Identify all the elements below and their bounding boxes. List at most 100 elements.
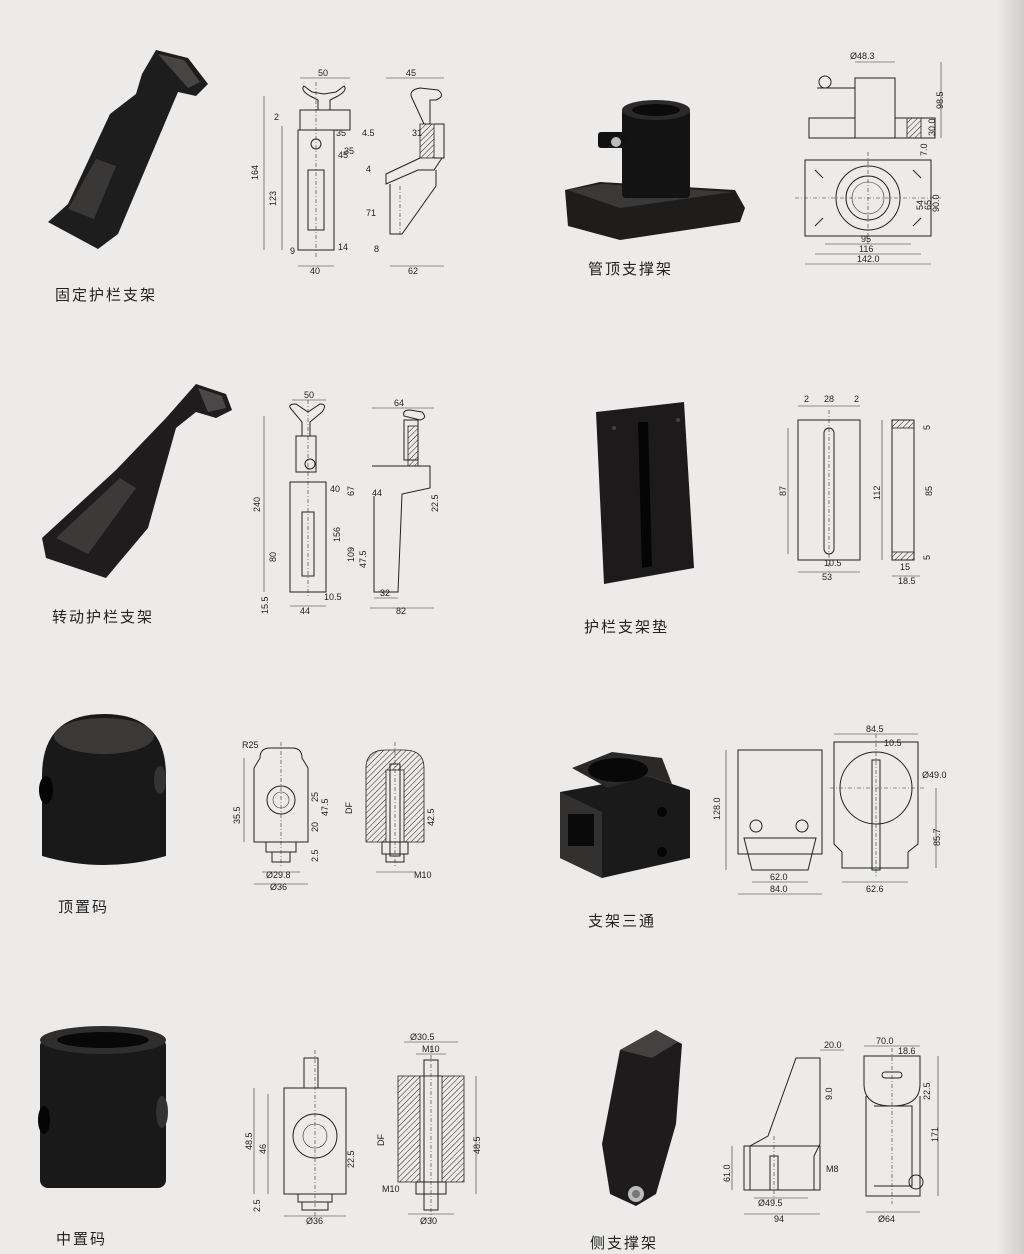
guardrail-bracket-pad-photo [596,402,694,584]
svg-text:10.5: 10.5 [824,558,842,568]
svg-text:20.0: 20.0 [824,1040,842,1050]
svg-text:94: 94 [774,1214,784,1224]
svg-text:4: 4 [366,164,371,174]
svg-text:22.5: 22.5 [922,1082,932,1100]
svg-text:50: 50 [318,68,328,78]
svg-text:48.5: 48.5 [244,1132,254,1150]
svg-text:47.5: 47.5 [358,550,368,568]
svg-text:Ø36: Ø36 [270,882,287,892]
svg-text:Ø36: Ø36 [306,1216,323,1226]
svg-text:54: 54 [915,200,925,210]
svg-text:2: 2 [804,394,809,404]
bracket-tee-photo [560,752,690,878]
rotating-guardrail-bracket-photo [42,384,232,578]
fixed-guardrail-bracket-drawing: 50 164 123 2 45 40 9 14 45 4.5 31 35 4 7… [250,68,445,276]
svg-text:M8: M8 [826,1164,839,1174]
svg-text:240: 240 [252,497,262,512]
svg-text:40: 40 [310,266,320,276]
svg-text:Ø49.5: Ø49.5 [758,1198,783,1208]
product-name: 固定护栏支架 [55,286,158,304]
svg-text:61.0: 61.0 [722,1164,732,1182]
svg-text:20: 20 [310,822,320,832]
svg-text:109: 109 [346,547,356,562]
svg-text:70.0: 70.0 [876,1036,894,1046]
svg-text:M10: M10 [382,1184,400,1194]
svg-text:M10: M10 [422,1044,440,1054]
svg-text:116: 116 [859,244,873,254]
svg-text:5: 5 [922,425,932,430]
bracket-tee-drawing: 128.0 62.0 84.0 84.5 10.5 Ø49.0 85.7 62.… [712,724,947,895]
svg-text:62.6: 62.6 [866,884,884,894]
svg-text:22.5: 22.5 [430,494,440,512]
side-support-photo [602,1030,682,1206]
top-clamp-drawing: R25 35.5 25 47.5 20 2.5 Ø29.8 Ø36 DF 42.… [232,740,436,892]
svg-text:46: 46 [258,1144,268,1154]
svg-text:85.7: 85.7 [932,828,942,846]
svg-text:18.5: 18.5 [898,576,916,586]
page-edge-shadow [996,0,1024,1254]
svg-text:42.5: 42.5 [426,808,436,826]
fixed-guardrail-bracket-photo [48,50,208,249]
svg-text:DF: DF [344,802,354,814]
svg-text:31: 31 [412,128,422,138]
product-name: 管顶支撑架 [588,260,674,278]
svg-text:R25: R25 [242,740,259,750]
svg-text:50: 50 [304,390,314,400]
svg-text:128.0: 128.0 [712,797,722,820]
svg-text:15: 15 [900,562,910,572]
svg-text:14: 14 [338,242,348,252]
svg-text:44: 44 [300,606,310,616]
svg-text:22.5: 22.5 [346,1150,356,1168]
svg-text:156: 156 [332,527,342,542]
svg-text:45: 45 [338,150,348,160]
product-name: 支架三通 [588,912,657,930]
svg-text:53: 53 [822,572,832,582]
svg-text:87: 87 [778,486,788,496]
svg-text:4.5: 4.5 [362,128,375,138]
svg-text:171: 171 [930,1127,940,1142]
svg-text:62.0: 62.0 [770,872,788,882]
svg-text:98.5: 98.5 [935,91,945,109]
svg-text:10.5: 10.5 [324,592,342,602]
product-name: 顶置码 [58,898,110,916]
product-name: 侧支撑架 [590,1234,659,1252]
svg-text:112: 112 [872,486,882,500]
svg-text:2.5: 2.5 [310,849,320,862]
svg-text:32: 32 [380,588,390,598]
pipe-top-support-drawing: Ø48.3 98.5 30.0 7.0 54 65 90.0 95 116 14… [795,51,945,265]
svg-text:DF: DF [376,1134,386,1146]
svg-text:M10: M10 [414,870,432,880]
svg-text:142.0: 142.0 [857,254,880,264]
svg-text:30.0: 30.0 [927,118,937,136]
svg-text:15.5: 15.5 [260,596,270,614]
guardrail-bracket-pad-drawing: 2 28 2 87 10.5 53 112 5 85 5 15 18.5 [778,394,934,586]
rotating-guardrail-bracket-drawing: 50 240 80 40 15.5 44 10.5 64 67 44 22.5 … [252,390,440,616]
svg-text:25: 25 [310,792,320,802]
svg-text:Ø48.3: Ø48.3 [850,51,875,61]
svg-text:123: 123 [268,191,278,206]
svg-text:90.0: 90.0 [931,194,941,212]
svg-text:67: 67 [346,486,356,496]
svg-text:64: 64 [394,398,404,408]
svg-text:35.5: 35.5 [232,806,242,824]
svg-text:2: 2 [854,394,859,404]
svg-text:2.5: 2.5 [252,1199,262,1212]
svg-text:5: 5 [922,555,932,560]
svg-text:82: 82 [396,606,406,616]
svg-text:9.0: 9.0 [824,1087,834,1100]
svg-text:80: 80 [268,552,278,562]
product-name: 中置码 [56,1230,108,1248]
svg-text:9: 9 [290,246,295,256]
middle-clamp-drawing: 48.5 46 22.5 2.5 Ø36 Ø30.5 M10 DF 48.5 M… [244,1032,482,1226]
svg-text:45: 45 [406,68,416,78]
svg-text:8: 8 [374,244,379,254]
svg-text:2: 2 [274,112,279,122]
svg-text:84.5: 84.5 [866,724,884,734]
svg-text:44: 44 [372,488,382,498]
svg-text:Ø30.5: Ø30.5 [410,1032,435,1042]
side-support-drawing: 20.0 9.0 61.0 M8 Ø49.5 94 70.0 18.6 22.5… [722,1036,940,1224]
product-name: 护栏支架垫 [584,618,670,636]
svg-text:95: 95 [861,234,871,244]
svg-text:28: 28 [824,394,834,404]
